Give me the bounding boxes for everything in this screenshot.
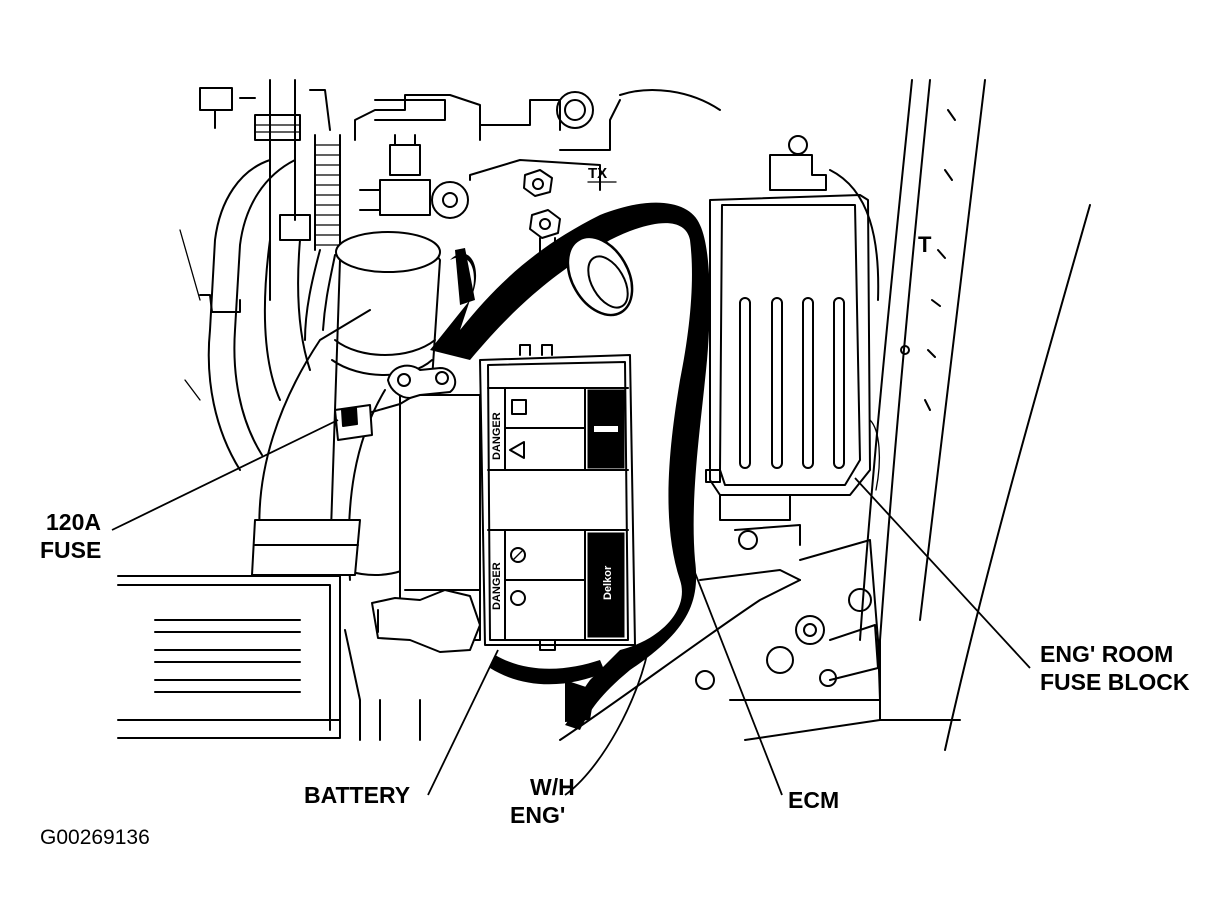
label-ecm: ECM: [788, 787, 839, 813]
battery-brand: Delkor: [602, 565, 614, 600]
label-fuse-block-line1: ENG' ROOM: [1040, 641, 1173, 667]
label-fuse-block-line2: FUSE BLOCK: [1040, 669, 1190, 695]
t-mark: T: [918, 232, 932, 257]
fuse-block: [705, 135, 880, 550]
battery-body: Delkor DANGER DANGER: [334, 344, 636, 685]
label-battery: BATTERY: [304, 782, 410, 808]
label-120a-line2: FUSE: [40, 537, 101, 563]
label-wh-eng-line1: W/H: [530, 774, 575, 800]
leader-wh-eng: [564, 639, 651, 796]
figure-code: G00269136: [40, 826, 150, 849]
wiring-harness-eng: [430, 202, 710, 730]
bolt-heads: [523, 169, 561, 253]
label-wh-eng-line2: ENG': [510, 802, 565, 828]
tx-mark: TX: [588, 165, 607, 182]
leader-120a-fuse: [111, 419, 339, 531]
danger-upper: DANGER: [491, 412, 503, 460]
callout-labels: 120A FUSE BATTERY W/H ENG' ECM ENG' ROOM…: [40, 509, 1190, 849]
leader-ecm: [689, 559, 783, 796]
leader-fuse-block: [854, 477, 1031, 669]
corrugated-hose-ribs: [314, 144, 341, 246]
danger-lower: DANGER: [491, 562, 503, 610]
label-120a-line1: 120A: [46, 509, 101, 535]
leader-battery: [427, 649, 499, 796]
leader-lines: [111, 419, 1031, 796]
fender-panel: T: [559, 79, 1091, 751]
